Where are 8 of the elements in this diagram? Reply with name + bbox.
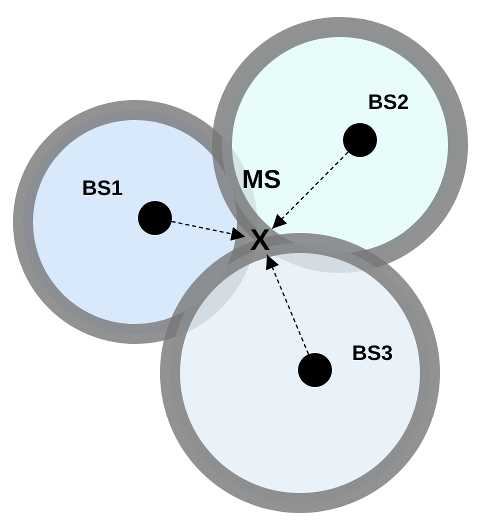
mobile-station-label: MS [242,166,281,192]
station-label: BS3 [352,343,393,364]
station-label: BS1 [82,178,123,199]
arrow [266,254,310,355]
station-label: BS2 [368,92,409,113]
arrow [171,220,246,241]
position-mark: X [250,226,270,256]
arrow [272,152,348,230]
